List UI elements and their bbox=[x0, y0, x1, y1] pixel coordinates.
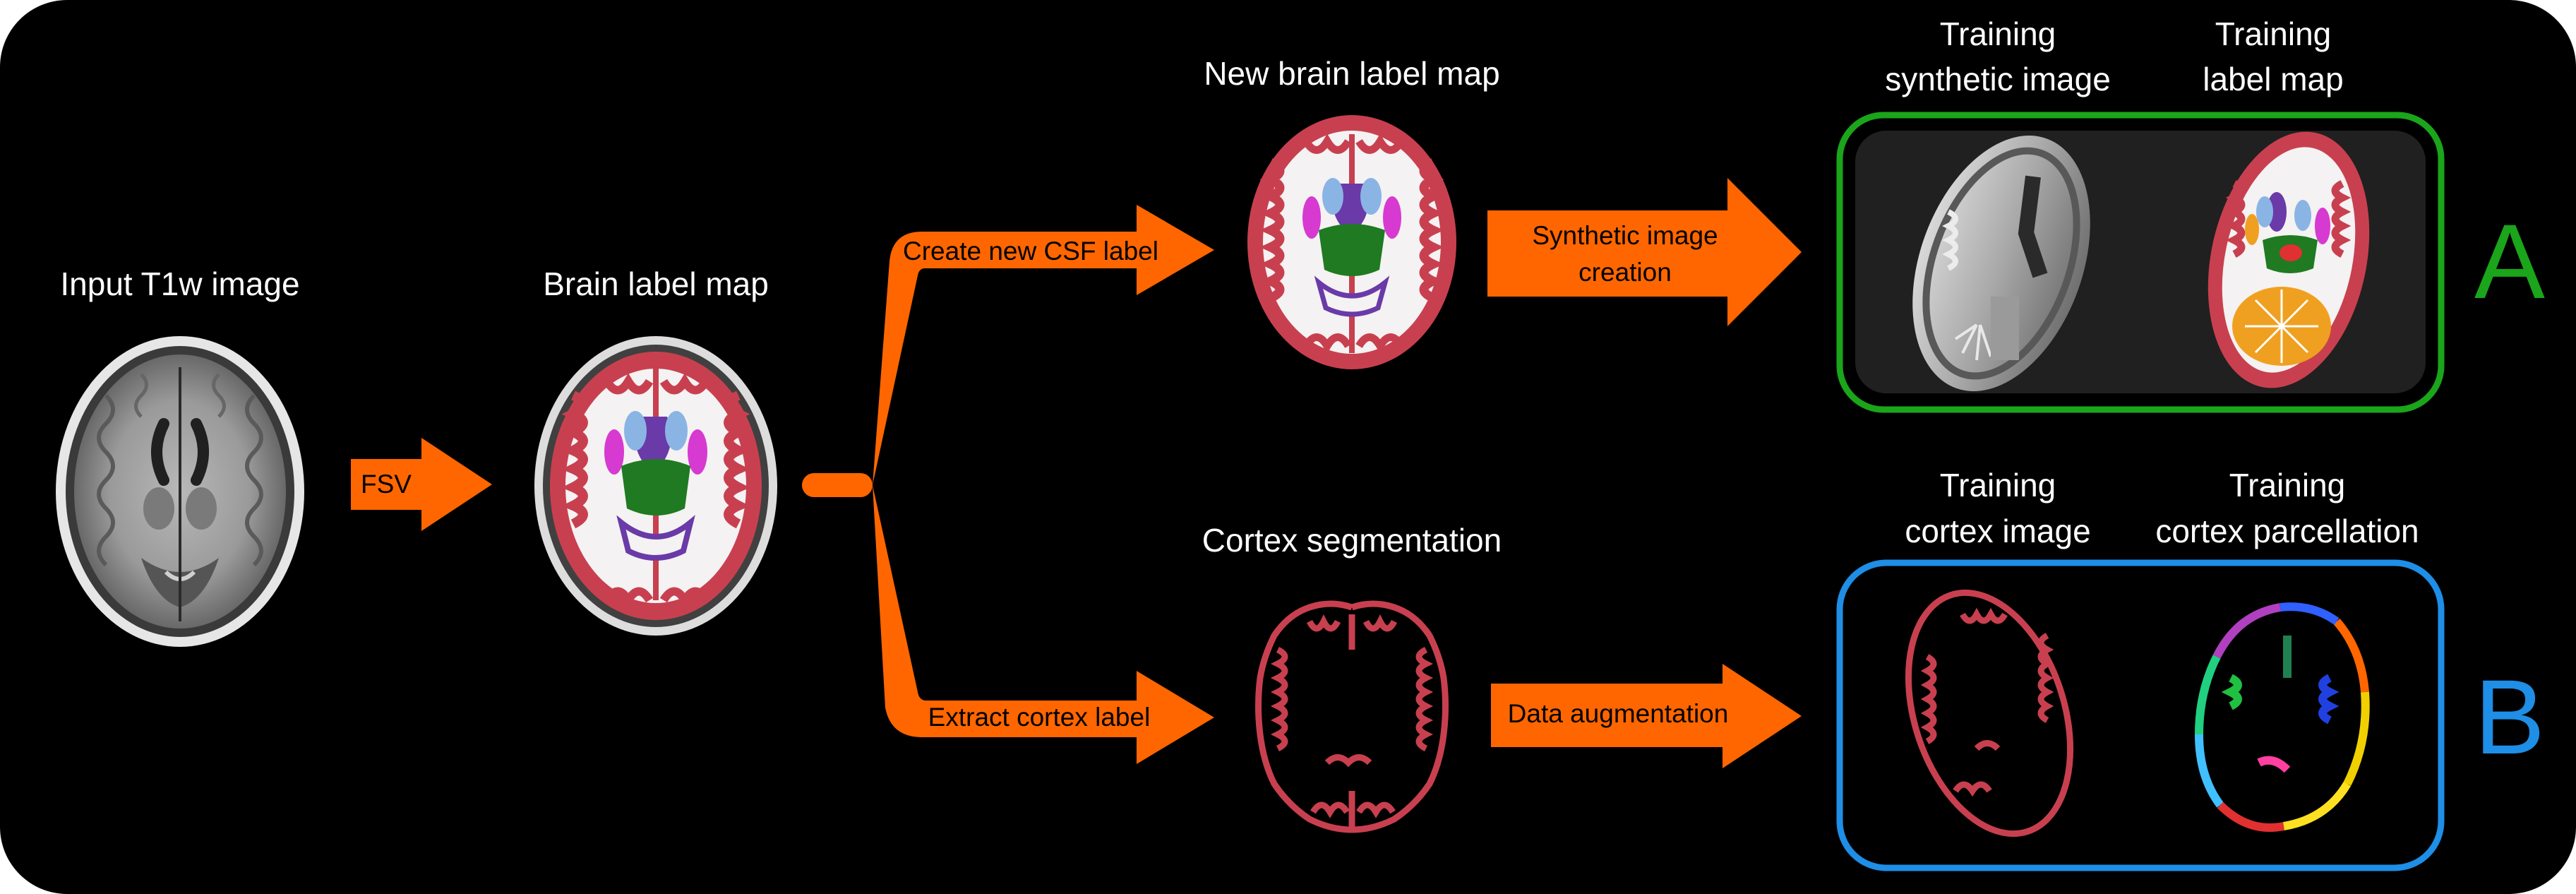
panel-a bbox=[1836, 112, 2445, 413]
input-t1w-label: Input T1w image bbox=[60, 266, 300, 302]
synthetic-arrow bbox=[1487, 178, 1802, 326]
training-label-map-label-1: Training bbox=[2215, 16, 2332, 52]
extract-cortex-label: Extract cortex label bbox=[928, 703, 1151, 732]
training-label-map-label-2: label map bbox=[2203, 61, 2344, 97]
training-synthetic-image bbox=[1912, 136, 2090, 391]
cortex-segmentation bbox=[1255, 600, 1449, 833]
training-cortex-image bbox=[1905, 589, 2074, 838]
training-synthetic-image-label-2: synthetic image bbox=[1885, 61, 2111, 97]
synthetic-arrow-label-1: Synthetic image bbox=[1532, 221, 1718, 250]
augmentation-arrow bbox=[1491, 664, 1802, 768]
training-cortex-parcellation bbox=[2195, 602, 2370, 832]
synthetic-arrow-label-2: creation bbox=[1578, 258, 1672, 287]
new-brain-label-map bbox=[1247, 115, 1456, 369]
augmentation-arrow-label: Data augmentation bbox=[1507, 699, 1729, 728]
cortex-segmentation-label: Cortex segmentation bbox=[1202, 522, 1502, 559]
panel-a-letter: A bbox=[2474, 202, 2546, 321]
panel-b-letter: B bbox=[2474, 657, 2546, 776]
training-cortex-parcellation-label-2: cortex parcellation bbox=[2155, 513, 2419, 549]
training-label-map bbox=[2207, 131, 2370, 388]
brain-label-map-label: Brain label map bbox=[543, 266, 769, 302]
brain-label-map bbox=[534, 336, 777, 636]
training-synthetic-image-label-1: Training bbox=[1939, 16, 2056, 52]
training-cortex-image-label-1: Training bbox=[1939, 467, 2056, 503]
branch-arrow bbox=[802, 205, 1214, 764]
input-t1w-brain bbox=[56, 336, 304, 647]
training-cortex-parcellation-label-1: Training bbox=[2229, 467, 2346, 503]
fsv-arrow-label: FSV bbox=[361, 470, 412, 499]
create-csf-label: Create new CSF label bbox=[903, 237, 1158, 266]
new-brain-label-map-label: New brain label map bbox=[1204, 55, 1500, 92]
fsv-arrow bbox=[351, 438, 492, 531]
panel-b bbox=[1836, 559, 2445, 871]
training-cortex-image-label-2: cortex image bbox=[1905, 513, 2091, 549]
